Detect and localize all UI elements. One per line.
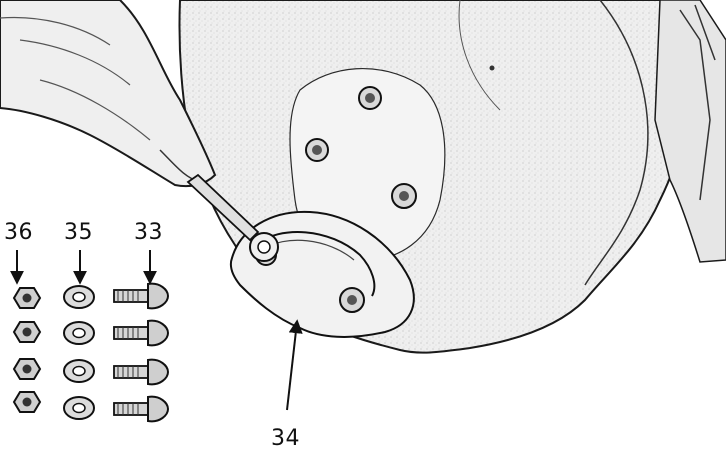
nut-icon <box>14 359 40 379</box>
plate-bolt <box>340 288 364 312</box>
carriage-bolt-icon <box>114 284 168 309</box>
washer-icon <box>64 286 94 308</box>
washer-icon <box>64 360 94 382</box>
washer-icon <box>64 322 94 344</box>
nut-column <box>14 288 40 412</box>
bolt-column <box>114 284 168 422</box>
washer-icon <box>64 397 94 419</box>
nut-icon <box>14 392 40 412</box>
housing-bolt <box>306 139 328 161</box>
washer-column <box>64 286 94 419</box>
callout-36: 36 <box>4 222 33 244</box>
housing-bolt <box>359 87 381 109</box>
housing-bolt <box>392 184 416 208</box>
carriage-bolt-icon <box>114 397 168 422</box>
callout-33: 33 <box>134 222 163 244</box>
callout-34: 34 <box>271 428 300 450</box>
nut-icon <box>14 288 40 308</box>
arrow-icon <box>287 322 297 410</box>
callout-35: 35 <box>64 222 93 244</box>
nut-icon <box>14 322 40 342</box>
carriage-bolt-icon <box>114 321 168 346</box>
carriage-bolt-icon <box>114 360 168 385</box>
